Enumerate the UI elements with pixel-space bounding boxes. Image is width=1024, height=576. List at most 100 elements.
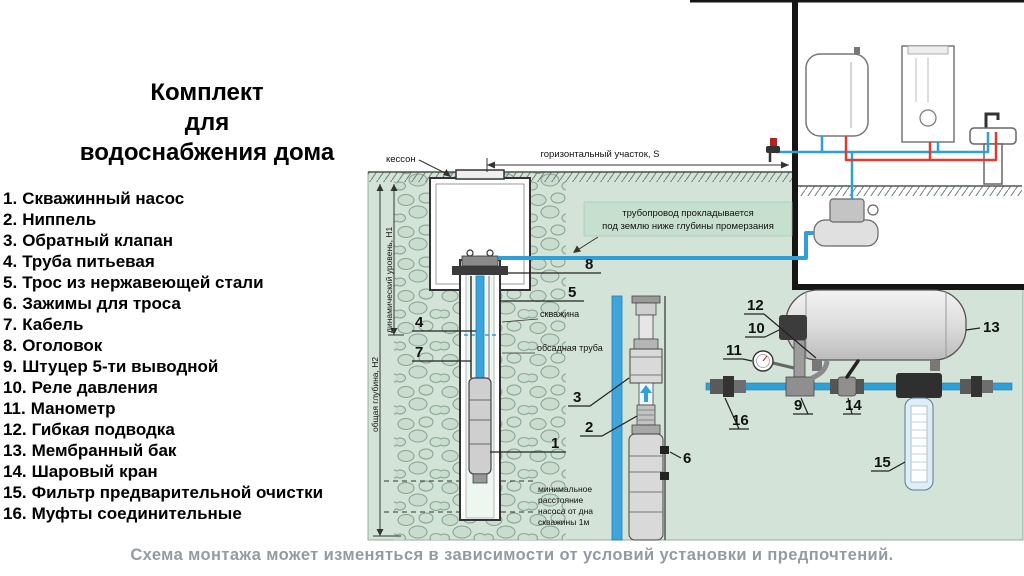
sink <box>969 112 1017 185</box>
house-wall <box>792 0 798 290</box>
parts-list-item: 12.Гибкая подводка <box>3 419 323 440</box>
callout-3: 3 <box>573 389 581 406</box>
part-number: 5. <box>3 273 18 292</box>
part-number: 9. <box>3 357 18 376</box>
house <box>690 0 1024 290</box>
five-way-fitting <box>785 339 815 397</box>
callout-7: 7 <box>415 344 423 361</box>
label-kesson: кессон <box>386 154 416 165</box>
parts-list-item: 15.Фильтр предварительной очистки <box>3 482 323 503</box>
well-head <box>452 249 508 275</box>
part-name: Ниппель <box>22 210 97 229</box>
house-floor-line <box>792 284 1024 290</box>
label-pipeline-note: под землю ниже глубины промерзания <box>602 221 774 232</box>
caisson-lid <box>455 169 505 180</box>
pre-filter <box>896 373 942 491</box>
parts-list-item: 1.Скважинный насос <box>3 188 323 209</box>
well-pump <box>468 377 492 484</box>
callout-8: 8 <box>585 256 593 273</box>
hot-water-pipes <box>844 132 998 162</box>
callout-14: 14 <box>845 397 862 414</box>
cable-clamp <box>660 446 669 454</box>
label-total-depth: общая глубина, Н2 <box>370 357 380 432</box>
pump-detail <box>628 433 664 541</box>
part-number: 16. <box>3 504 27 523</box>
annotations: кессон горизонтальный участок, S трубопр… <box>386 149 793 527</box>
part-number: 6. <box>3 294 18 313</box>
part-number: 2. <box>3 210 18 229</box>
part-name: Зажимы для троса <box>22 294 181 313</box>
title-line: для <box>184 109 230 136</box>
part-name: Фильтр предварительной очистки <box>31 483 324 502</box>
part-number: 12. <box>3 420 27 439</box>
callout-2: 2 <box>585 419 593 436</box>
ball-valve <box>830 359 864 397</box>
label-min-distance: расстояние <box>538 495 584 505</box>
flex-hose <box>810 360 830 381</box>
part-name: Муфты соединительные <box>31 504 242 523</box>
callout-4: 4 <box>415 314 424 331</box>
callout-5: 5 <box>568 284 576 301</box>
part-number: 3. <box>3 231 18 250</box>
parts-list: 1.Скважинный насос 2.Ниппель 3.Обратный … <box>3 188 323 524</box>
label-dynamic-level: динамический уровень, Н1 <box>384 227 394 333</box>
callout-10: 10 <box>748 320 765 337</box>
part-name: Манометр <box>30 399 116 418</box>
drop-pipe <box>475 275 485 379</box>
pressure-gauge <box>752 350 795 372</box>
check-valve-detail <box>629 348 663 384</box>
part-number: 7. <box>3 315 18 334</box>
parts-list-item: 2.Ниппель <box>3 209 323 230</box>
coupling-right <box>960 376 993 397</box>
coupling-left <box>710 376 746 397</box>
part-name: Скважинный насос <box>22 189 185 208</box>
part-name: Оголовок <box>22 336 103 355</box>
part-number: 15. <box>3 483 27 502</box>
part-name: Штуцер 5-ти выводной <box>22 357 219 376</box>
label-min-distance: минимальное <box>538 484 592 494</box>
parts-list-item: 5.Трос из нержавеющей стали <box>3 272 323 293</box>
part-number: 8. <box>3 336 18 355</box>
parts-list-item: 11.Манометр <box>3 398 323 419</box>
coupling-detail <box>635 302 657 316</box>
part-name: Гибкая подводка <box>31 420 175 439</box>
title-line: водоснабжения дома <box>79 139 335 166</box>
title-line: Комплект <box>150 79 264 106</box>
label-casing: обсадная труба <box>537 343 603 353</box>
boiler-unit <box>901 45 955 143</box>
parts-list-item: 6.Зажимы для троса <box>3 293 323 314</box>
callout-6: 6 <box>683 450 691 467</box>
part-number: 10. <box>3 378 27 397</box>
parts-list-item: 10.Реле давления <box>3 377 323 398</box>
callouts: 8 5 4 7 3 2 1 6 12 10 11 16 9 14 13 <box>412 256 1000 472</box>
part-name: Трос из нержавеющей стали <box>22 273 264 292</box>
parts-list-item: 14.Шаровый кран <box>3 461 323 482</box>
part-number: 4. <box>3 252 18 271</box>
parts-list-item: 9.Штуцер 5-ти выводной <box>3 356 323 377</box>
part-name: Кабель <box>22 315 84 334</box>
part-name: Шаровый кран <box>31 462 158 481</box>
parts-list-item: 7.Кабель <box>3 314 323 335</box>
membrane-tank <box>785 289 967 371</box>
outdoor-tap <box>766 138 780 162</box>
surface-equipment-detail <box>705 289 1013 491</box>
callout-16: 16 <box>732 412 749 429</box>
parts-list-item: 8.Оголовок <box>3 335 323 356</box>
cable-clamp <box>660 472 669 480</box>
part-name: Труба питьевая <box>22 252 155 271</box>
part-number: 14. <box>3 462 27 481</box>
part-name: Мембранный бак <box>31 441 177 460</box>
faucet-icon <box>984 112 1000 128</box>
flow-arrow-icon <box>640 385 652 402</box>
ceiling-line <box>690 0 1024 3</box>
label-pipeline-note: трубопровод прокладывается <box>622 208 754 219</box>
well <box>452 249 508 521</box>
parts-list-item: 4.Труба питьевая <box>3 251 323 272</box>
pump-assembly-detail <box>611 295 669 541</box>
pressure-switch <box>779 315 807 340</box>
parts-list-item: 13.Мембранный бак <box>3 440 323 461</box>
drop-pipe-detail <box>611 295 623 541</box>
callout-15: 15 <box>874 454 891 471</box>
callout-1: 1 <box>551 435 559 452</box>
